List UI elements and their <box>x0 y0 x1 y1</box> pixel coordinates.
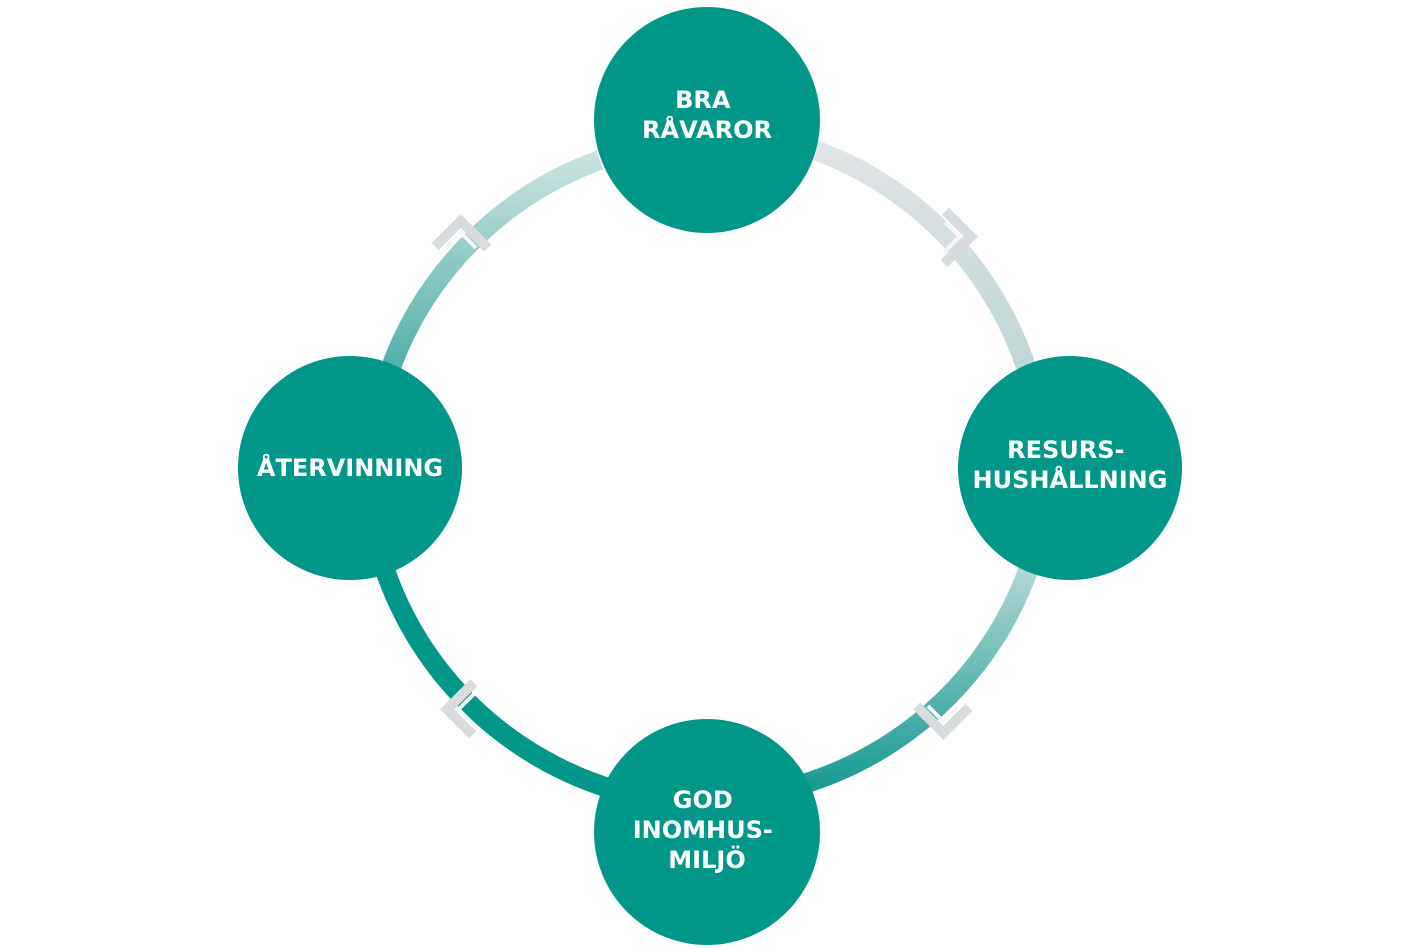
arrow-up-right-icon <box>431 214 491 252</box>
node-label-line: ÅTERVINNING <box>257 453 443 482</box>
node-circle <box>594 719 820 945</box>
arrow-down-left-icon <box>913 702 973 740</box>
node-label-line: BRA <box>675 86 731 114</box>
node-label-line: MILJÖ <box>668 844 745 874</box>
arrow-down-right-icon <box>940 207 978 267</box>
cycle-ring <box>375 135 1040 800</box>
node-label-line: HUSHÅLLNING <box>973 465 1168 494</box>
ring-arc-top-left <box>380 150 604 374</box>
ring-arc-bottom-right <box>797 561 1040 795</box>
node-label-line: GOD <box>673 786 733 814</box>
ring-arc-top-right <box>797 135 1040 383</box>
node-bra-ravaror: BRA RÅVAROR <box>594 7 820 233</box>
node-atervinning: ÅTERVINNING <box>238 356 462 580</box>
svg-text:BRA RÅVAROR: BRA RÅVAROR <box>642 86 772 144</box>
node-circle <box>594 7 820 233</box>
node-label-line: RESURS- <box>1007 436 1124 464</box>
ring-arc-bottom-left <box>375 566 618 800</box>
node-label-line: RÅVAROR <box>642 115 772 144</box>
node-resurshushallning: RESURS- HUSHÅLLNING <box>958 356 1182 580</box>
node-circle <box>238 356 462 580</box>
node-god-inomhusmiljo: GOD INOMHUS- MILJÖ <box>594 719 820 945</box>
svg-text:GOD INOMHUS- MILJÖ: GOD INOMHUS- MILJÖ <box>633 786 781 874</box>
arrow-up-left-icon <box>440 679 478 739</box>
svg-text:RESURS- HUSHÅLLNING: RESURS- HUSHÅLLNING <box>973 436 1168 494</box>
svg-text:ÅTERVINNING: ÅTERVINNING <box>257 453 443 482</box>
node-circle <box>958 356 1182 580</box>
node-label-line: INOMHUS- <box>633 816 773 844</box>
